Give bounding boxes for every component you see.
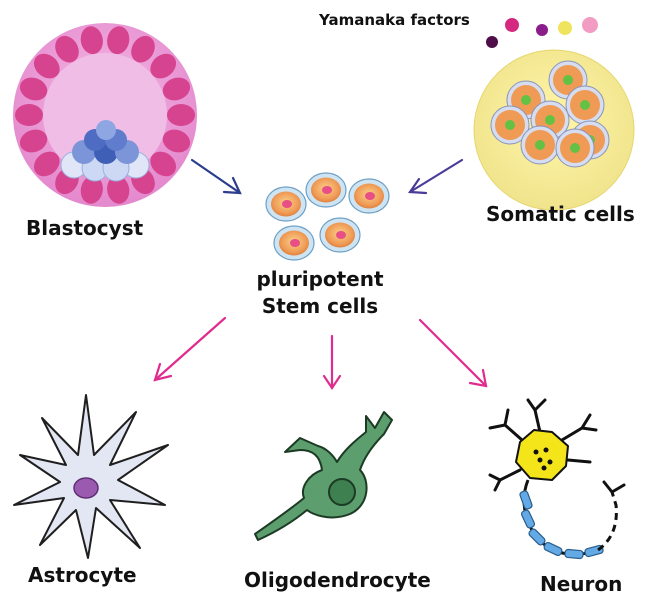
stem-cell <box>348 178 390 214</box>
trophoblast-cell <box>33 151 60 177</box>
axon-dashed-end <box>597 491 618 552</box>
trophoblast-cell <box>150 151 177 177</box>
oligodendrocyte <box>254 411 393 541</box>
neuron <box>488 398 626 560</box>
somatic-cells-label: Somatic cells <box>486 202 635 226</box>
factor-dot-magenta <box>503 16 521 34</box>
myelin-segment <box>543 541 563 557</box>
trophoblast-cell <box>131 35 155 63</box>
pluripotent-stem-cells <box>265 172 390 261</box>
somatic-cell <box>565 85 605 125</box>
somatic-cell-cluster <box>490 60 610 168</box>
trophoblast-cell <box>167 104 195 126</box>
factor-dot-yellow <box>558 21 572 35</box>
astrocyte <box>13 394 169 559</box>
neuron-label: Neuron <box>540 572 623 596</box>
factor-dot-purple <box>536 24 548 36</box>
somatic-cell <box>520 125 560 165</box>
somatic-cell <box>490 105 530 145</box>
astrocyte-nucleus <box>73 477 99 499</box>
arrows <box>153 158 488 390</box>
stem-label-line2: Stem cells <box>261 294 379 318</box>
somatic-cell <box>555 128 595 168</box>
arrow-somatic-to-stem <box>407 158 464 195</box>
arrow-stem-to-oligodendrocyte <box>322 334 342 390</box>
trophoblast-cell <box>162 129 191 153</box>
myelin-segment <box>528 528 546 546</box>
myelin-segment <box>520 509 536 529</box>
inner-cell-mass <box>60 120 150 182</box>
blastocyst <box>13 23 197 207</box>
somatic-cells <box>473 49 635 211</box>
trophoblast-cell <box>150 53 177 79</box>
trophoblast-cell <box>80 26 103 55</box>
neuron-dendrites <box>488 398 598 492</box>
trophoblast-cell <box>19 129 48 153</box>
stem-label-line1: pluripotent <box>256 267 384 291</box>
myelin-segment <box>519 490 533 510</box>
myelin-segment <box>564 548 584 560</box>
neuron-nucleus-dots <box>533 447 553 471</box>
stem-cell <box>305 172 347 208</box>
trophoblast-cell <box>162 77 191 101</box>
trophoblast-cell <box>19 77 48 101</box>
trophoblast-cell <box>80 175 103 204</box>
stem-cell <box>265 186 307 222</box>
oligodendrocyte-label: Oligodendrocyte <box>244 568 431 592</box>
arrow-blastocyst-to-stem <box>190 158 242 195</box>
yamanaka-factor-dots <box>486 16 598 48</box>
blastocyst-label: Blastocyst <box>26 216 144 240</box>
trophoblast-cell <box>55 35 79 63</box>
stem-cell <box>319 217 361 253</box>
trophoblast-cell <box>107 26 130 55</box>
arrow-stem-to-neuron <box>418 318 488 388</box>
trophoblast-cell <box>33 53 60 79</box>
yamanaka-factors-label: Yamanaka factors <box>319 11 470 29</box>
neuron-soma <box>515 429 569 481</box>
arrow-stem-to-astrocyte <box>153 316 227 382</box>
stem-cells-label: pluripotent Stem cells <box>238 266 402 320</box>
factor-dot-dark-purple <box>486 36 498 48</box>
astrocyte-label: Astrocyte <box>28 563 137 587</box>
stem-cell <box>273 225 315 261</box>
trophoblast-cell <box>15 104 43 126</box>
neuron-axon <box>519 479 604 560</box>
trophoblast-cell <box>107 175 130 204</box>
factor-dot-pink <box>582 17 598 33</box>
